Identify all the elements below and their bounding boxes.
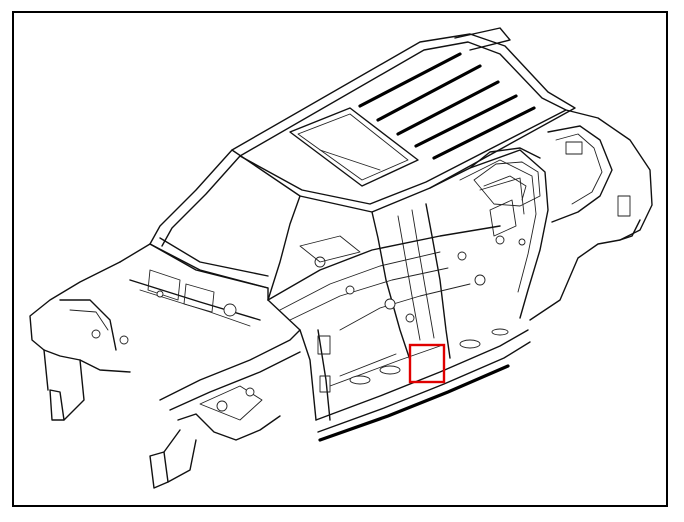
left-front-structure bbox=[29, 261, 131, 421]
roof-panel bbox=[231, 27, 576, 213]
sunroof-opening bbox=[289, 107, 419, 187]
b-pillar bbox=[371, 203, 451, 361]
highlight-box bbox=[408, 343, 446, 384]
floor-pan bbox=[267, 225, 501, 331]
a-pillar-lower bbox=[267, 299, 331, 421]
roof-bows bbox=[358, 52, 536, 160]
right-front-structure bbox=[149, 329, 301, 489]
rear-door-opening bbox=[429, 149, 549, 319]
rear-wheelhouse bbox=[469, 147, 541, 246]
side-sill bbox=[315, 328, 531, 442]
dash-panel bbox=[119, 243, 269, 327]
rear-quarter-panel bbox=[529, 109, 653, 321]
